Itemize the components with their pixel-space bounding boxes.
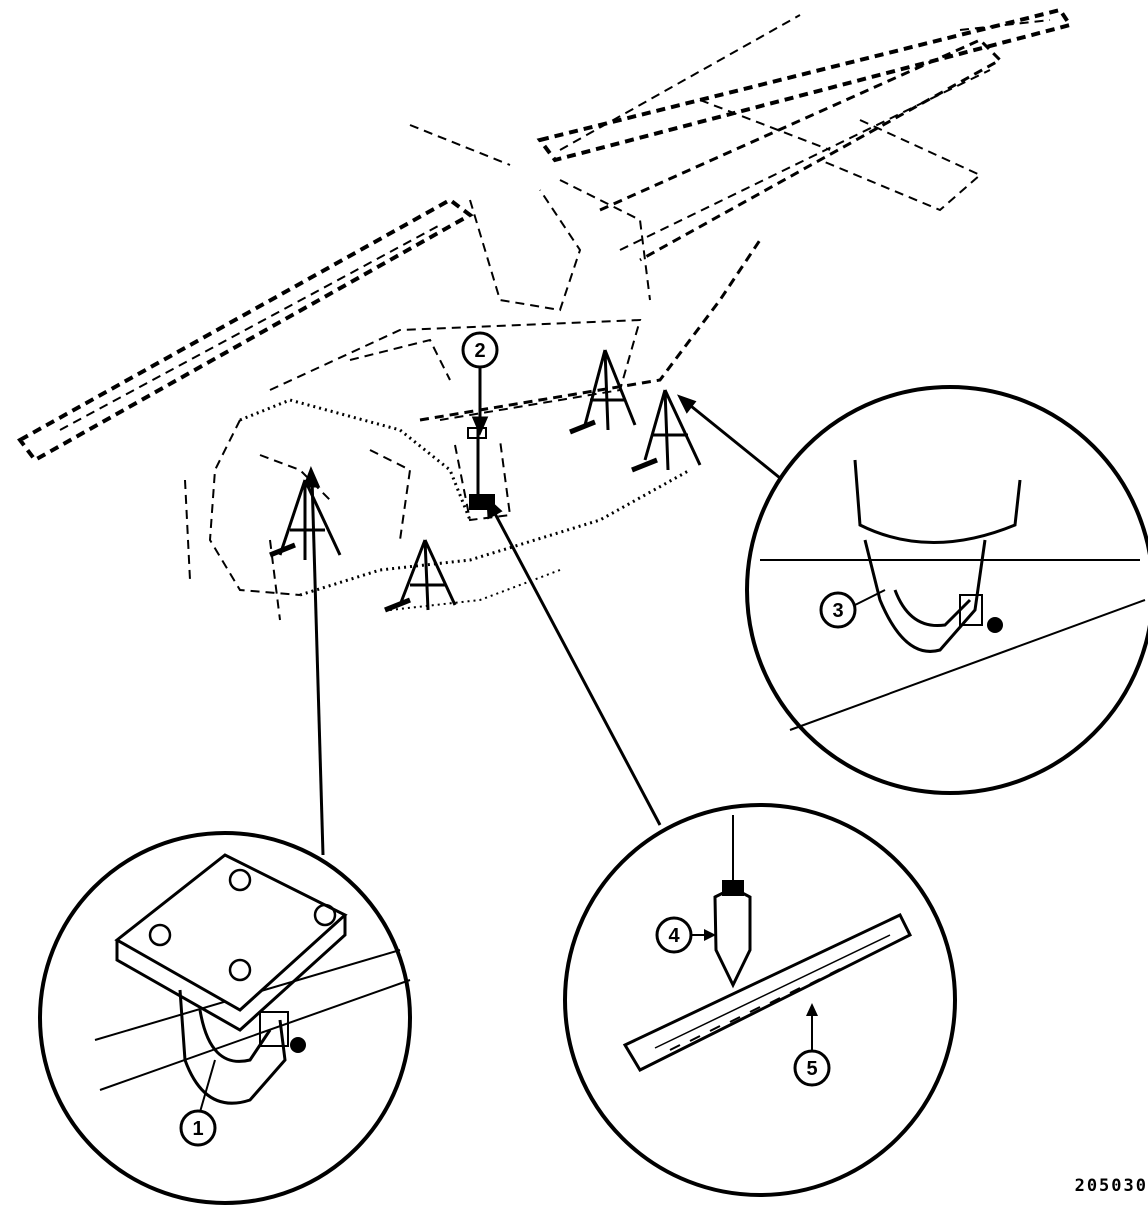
jack-stand-front-left (269, 479, 342, 560)
detail-view-aft-jack-pad (745, 385, 1148, 795)
jack-stand-front-right (384, 539, 457, 613)
svg-text:5: 5 (806, 1058, 817, 1080)
svg-text:3: 3 (832, 600, 843, 622)
svg-text:4: 4 (668, 925, 680, 947)
svg-text:2: 2 (474, 340, 485, 362)
detail-leader-lines (199, 589, 886, 1113)
jack-stand-aft-left (569, 349, 637, 435)
callout-1: 1 (179, 1109, 217, 1147)
plumb-line-assembly (467, 425, 495, 510)
svg-text:1: 1 (192, 1118, 203, 1140)
leader-lines (302, 368, 781, 856)
figure-number: 205030 (1074, 1176, 1148, 1196)
detail-view-forward-jack-pad (38, 831, 412, 1205)
callout-3: 3 (819, 591, 857, 629)
callout-4: 4 (655, 916, 693, 954)
helicopter-outline (17, 7, 1074, 621)
jack-stand-aft-right (631, 389, 702, 473)
callout-5: 5 (793, 1049, 831, 1087)
callout-2: 2 (461, 331, 499, 369)
detail-view-plumb-bob-plate (563, 803, 957, 1197)
